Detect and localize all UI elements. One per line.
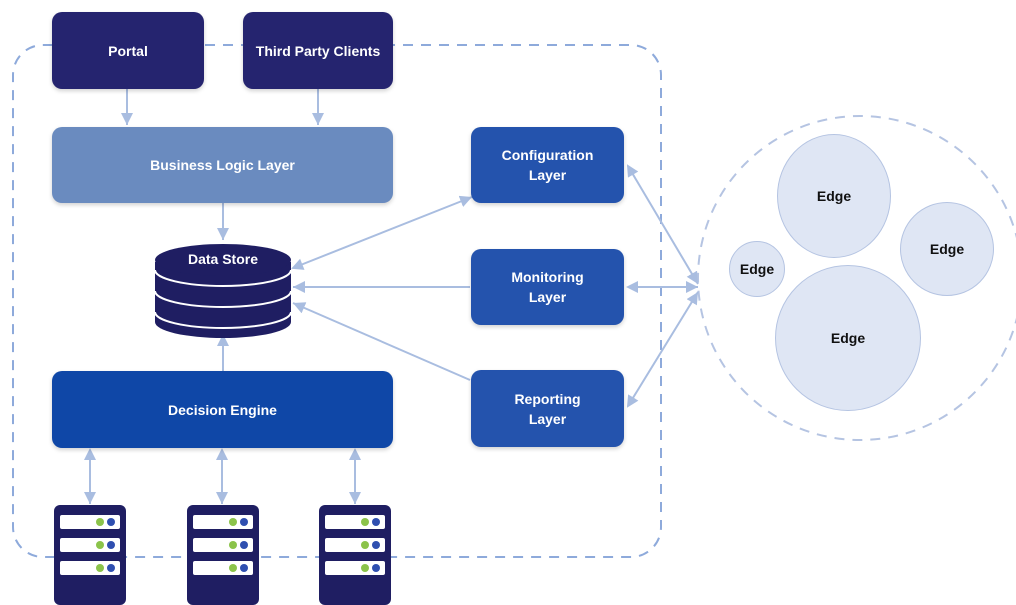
reporting-to-data-store-connector [292,302,471,381]
configuration-layer-label: Configuration Layer [501,147,594,183]
data-store-configuration-connector [291,195,473,270]
decision-engine-node: Decision Engine [52,371,393,448]
portal-label: Portal [108,42,148,59]
edge-node: Edge [777,134,891,258]
monitoring-layer-node: Monitoring Layer [471,249,624,325]
server-rack [60,515,120,529]
reporting-layer-node: Reporting Layer [471,370,624,447]
edge-cluster-boundary [697,115,1016,441]
edge-label: Edge [830,330,866,346]
data-store-label: Data Store [187,251,259,267]
server-rack [60,561,120,575]
server-rack [325,515,385,529]
reporting-layer-label: Reporting Layer [514,390,581,427]
edge-label: Edge [929,241,965,257]
business-logic-layer-node: Business Logic Layer [52,127,393,203]
portal-node: Portal [52,12,204,89]
third-party-clients-label: Third Party Clients [255,42,381,59]
server-icon [319,505,391,605]
edge-node: Edge [900,202,994,296]
edge-label: Edge [739,261,775,277]
edge-node: Edge [729,241,785,297]
server-rack [325,561,385,575]
edge-node: Edge [775,265,921,411]
configuration-layer-node: Configuration Layer [471,127,624,203]
server-rack [60,538,120,552]
edge-label: Edge [816,188,852,204]
monitoring-layer-label: Monitoring Layer [511,269,584,305]
server-rack [193,538,253,552]
server-rack [193,515,253,529]
third-party-clients-node: Third Party Clients [243,12,393,89]
server-icon [54,505,126,605]
database-icon [154,244,292,338]
reporting-edge-connector [626,291,699,408]
server-rack [325,538,385,552]
decision-engine-label: Decision Engine [168,401,277,418]
business-logic-layer-label: Business Logic Layer [150,157,295,173]
configuration-edge-connector [626,164,699,285]
server-icon [187,505,259,605]
server-rack [193,561,253,575]
